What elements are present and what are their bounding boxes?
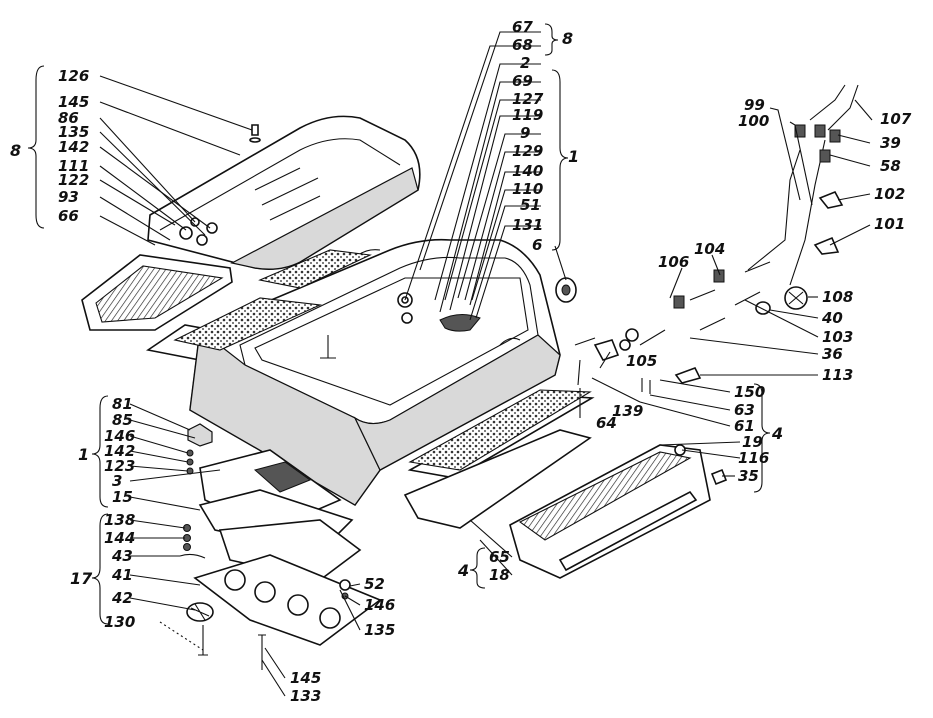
label-64: 64 — [596, 414, 617, 432]
leader-lines — [99, 31, 873, 697]
label-15: 15 — [112, 488, 133, 506]
label-146b: 146 — [364, 596, 395, 614]
label-99: 99 — [744, 96, 765, 114]
label-133: 133 — [290, 687, 321, 705]
label-145b: 145 — [290, 669, 321, 687]
label-102: 102 — [874, 185, 905, 203]
label-145a: 145 — [58, 93, 89, 111]
label-58: 58 — [880, 157, 901, 175]
label-105: 105 — [626, 352, 657, 370]
label-101: 101 — [874, 215, 905, 233]
label-4-right: 4 — [771, 424, 783, 443]
top-cover — [147, 115, 421, 270]
label-130: 130 — [104, 613, 135, 631]
label-3: 3 — [112, 472, 122, 490]
label-18: 18 — [489, 566, 510, 584]
label-40: 40 — [821, 309, 843, 327]
label-19: 19 — [742, 433, 763, 451]
label-123: 123 — [104, 457, 135, 475]
label-108: 108 — [822, 288, 853, 306]
label-129: 129 — [512, 142, 543, 160]
label-140: 140 — [512, 162, 543, 180]
label-119: 119 — [512, 106, 543, 124]
label-100: 100 — [738, 112, 769, 130]
label-8-top: 8 — [562, 29, 573, 48]
label-6: 6 — [532, 236, 542, 254]
label-36: 36 — [822, 345, 843, 363]
label-103: 103 — [822, 328, 853, 346]
label-1-top: 1 — [568, 147, 579, 166]
part-number-labels: 126 145 86 135 142 111 122 93 66 8 67 68… — [10, 18, 912, 705]
label-116: 116 — [738, 449, 769, 467]
gasket-stack — [186, 449, 382, 646]
label-122: 122 — [58, 171, 89, 189]
right-filter-element — [509, 444, 711, 579]
small-parts-left — [179, 423, 351, 670]
label-113: 113 — [822, 366, 853, 384]
label-104: 104 — [694, 240, 725, 258]
label-139: 139 — [612, 402, 643, 420]
label-93: 93 — [58, 188, 79, 206]
label-67: 67 — [512, 18, 533, 36]
label-106: 106 — [658, 253, 689, 271]
label-144: 144 — [104, 529, 135, 547]
label-39: 39 — [880, 134, 901, 152]
label-17: 17 — [70, 569, 93, 588]
hoses-middle — [555, 261, 771, 486]
label-35: 35 — [738, 467, 759, 485]
label-107: 107 — [880, 110, 912, 128]
label-142a: 142 — [58, 138, 89, 156]
left-filter-tray — [81, 254, 242, 363]
pipes-top-right — [747, 84, 859, 315]
label-111: 111 — [58, 157, 89, 175]
label-110: 110 — [512, 180, 543, 198]
label-51: 51 — [520, 196, 541, 214]
label-65: 65 — [489, 548, 510, 566]
label-42: 42 — [111, 589, 133, 607]
label-41: 41 — [111, 566, 133, 584]
label-63: 63 — [734, 401, 755, 419]
label-150: 150 — [734, 383, 765, 401]
label-127: 127 — [512, 90, 544, 108]
label-8-left: 8 — [10, 141, 21, 160]
label-142b: 142 — [104, 442, 135, 460]
label-52: 52 — [364, 575, 385, 593]
label-1-left: 1 — [78, 445, 89, 464]
label-66: 66 — [58, 207, 79, 225]
right-bottom-tray — [403, 389, 595, 529]
label-131: 131 — [512, 216, 543, 234]
label-146a: 146 — [104, 427, 135, 445]
label-138: 138 — [104, 511, 135, 529]
label-4-bottom: 4 — [457, 561, 469, 580]
center-mesh-tray — [173, 249, 372, 351]
brackets — [27, 23, 771, 625]
label-9: 9 — [520, 124, 530, 142]
label-2: 2 — [520, 54, 530, 72]
label-43: 43 — [111, 547, 133, 565]
label-135b: 135 — [364, 621, 395, 639]
label-135a: 135 — [58, 123, 89, 141]
label-69: 69 — [512, 72, 533, 90]
label-126: 126 — [58, 67, 89, 85]
label-61: 61 — [734, 417, 755, 435]
label-85: 85 — [112, 411, 133, 429]
label-68: 68 — [512, 36, 533, 54]
label-81: 81 — [112, 395, 133, 413]
label-86: 86 — [58, 109, 79, 127]
